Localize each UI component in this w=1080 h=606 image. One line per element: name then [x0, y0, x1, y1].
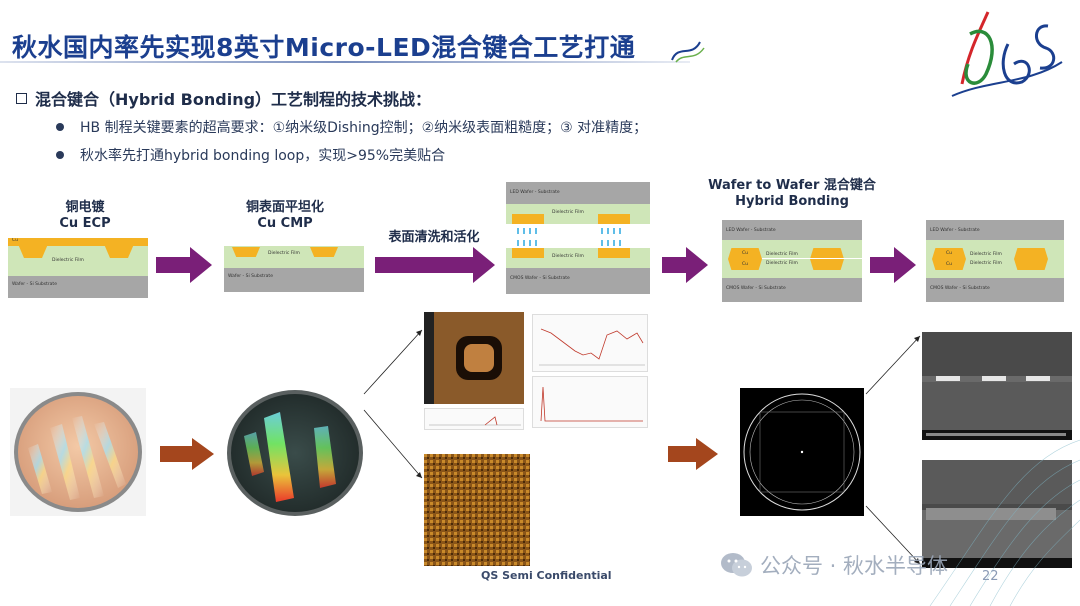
small-profile-image: [429, 416, 521, 426]
section-heading-text: 混合键合（Hybrid Bonding）工艺制程的技术挑战：: [35, 90, 432, 109]
ecp-cross-section: Cu Dielectric Film Wafer - Si Substrate: [8, 238, 148, 298]
bullet-dot-icon: [56, 123, 64, 131]
cu-pad: [598, 248, 630, 258]
bullet-text: HB 制程关键要素的超高要求：①纳米级Dishing控制；②纳米级表面粗糙度；③…: [80, 120, 648, 136]
bonded-wafer-sam-image: [740, 388, 864, 516]
cu-pad: [310, 247, 338, 257]
profile-plot-3: [424, 408, 524, 430]
dielectric-label: Dielectric Film: [766, 261, 798, 266]
cmos-substrate-layer: CMOS Wafer - Si Substrate: [506, 268, 650, 294]
step-label-bonding: Wafer to Wafer 混合键合 Hybrid Bonding: [700, 178, 884, 210]
step-label-line1: Wafer to Wafer 混合键合: [708, 178, 876, 193]
photo-arrow-icon: [668, 438, 718, 470]
copper-wafer-image: [14, 392, 142, 512]
wafer-photo-ecp: [10, 388, 146, 516]
step-label-line1: 铜电镀: [65, 200, 105, 215]
bullet-dot-icon: [56, 151, 64, 159]
cu-pad-bonded: [810, 248, 844, 270]
acoustic-scan-image: [743, 393, 861, 511]
sem-cross-section-2: [922, 460, 1072, 568]
wafer-photo-cmp: [224, 388, 366, 518]
afm-map-image: [424, 312, 524, 404]
wechat-icon: [721, 553, 752, 577]
substrate-layer: Wafer - Si Substrate: [8, 276, 148, 298]
square-bullet-icon: [16, 92, 27, 104]
step-label-line2: Cu CMP: [257, 216, 313, 231]
cu-pad: [232, 247, 260, 257]
decorative-contour-lines: [929, 439, 1080, 606]
company-logo: [951, 11, 1063, 97]
led-substrate-layer: LED Wafer - Substrate: [506, 182, 650, 204]
step-label-cmp: 铜表面平坦化 Cu CMP: [220, 200, 350, 232]
sem-image: [922, 460, 1072, 568]
step-label-clean: 表面清洗和活化: [374, 230, 494, 246]
afm-roughness-image: [424, 454, 530, 566]
cmp-cross-section: Dielectric Film Wafer - Si Substrate: [224, 246, 364, 292]
dielectric-label: Dielectric Film: [970, 261, 1002, 266]
dielectric-label: Dielectric Film: [970, 252, 1002, 257]
step-label-line1: 表面清洗和活化: [388, 230, 480, 245]
bullet-item: HB 制程关键要素的超高要求：①纳米级Dishing控制；②纳米级表面粗糙度；③…: [56, 117, 647, 137]
profile-line-image: [539, 328, 645, 366]
photo-arrow-icon: [160, 438, 214, 470]
watermark: 公众号 · 秋水半导体: [720, 550, 948, 580]
profile-plot-2: [532, 376, 648, 428]
connector-lines: [363, 329, 423, 479]
title-swirl-icon: [671, 41, 705, 63]
afm-roughness-map-image: [424, 454, 530, 566]
led-substrate-layer: LED Wafer - Substrate: [926, 220, 1064, 240]
process-arrow-icon: [662, 247, 708, 283]
polished-wafer-image: [227, 390, 363, 516]
dielectric-label: Dielectric Film: [766, 252, 798, 257]
process-arrow-icon: [156, 247, 212, 283]
cu-pad-bonded: [1014, 248, 1048, 270]
sem-image: [922, 332, 1072, 440]
confidential-label: QS Semi Confidential: [481, 569, 612, 582]
section-heading: 混合键合（Hybrid Bonding）工艺制程的技术挑战：: [16, 86, 431, 110]
led-substrate-layer: LED Wafer - Substrate: [722, 220, 862, 240]
connector-lines-sem: [865, 335, 921, 565]
step-label-line1: 铜表面平坦化: [245, 200, 324, 215]
cu-layer: Cu: [8, 238, 148, 246]
step-label-line2: Hybrid Bonding: [735, 194, 849, 209]
bullet-text: 秋水率先打通hybrid bonding loop，实现>95%完美贴合: [80, 148, 446, 164]
cmos-substrate-layer: CMOS Wafer - Si Substrate: [722, 278, 862, 302]
cu-fill: [18, 244, 48, 258]
title-underline: [0, 61, 690, 63]
cu-pad: [512, 214, 544, 224]
watermark-text: 公众号 · 秋水半导体: [760, 554, 949, 578]
histogram-line-image: [540, 386, 643, 422]
cu-pad: [512, 248, 544, 258]
bullet-item: 秋水率先打通hybrid bonding loop，实现>95%完美贴合: [56, 145, 445, 165]
cu-pad: [598, 214, 630, 224]
profile-plot-1: [532, 314, 648, 372]
page-number: 22: [982, 569, 999, 584]
step-label-ecp: 铜电镀 Cu ECP: [30, 200, 140, 232]
sem-cross-section-1: [922, 332, 1072, 440]
step-label-line2: Cu ECP: [59, 216, 111, 231]
activation-cross-section: LED Wafer - Substrate Dielectric Film Di…: [506, 182, 650, 294]
afm-dishing-image: [424, 312, 524, 404]
plasma-activation-icon: [517, 228, 621, 246]
bond-seam: [762, 258, 862, 259]
substrate-layer: Wafer - Si Substrate: [224, 268, 364, 292]
page-title: 秋水国内率先实现8英寸Micro-LED混合键合工艺打通: [12, 33, 636, 62]
process-arrow-icon: [870, 247, 916, 283]
cmos-substrate-layer: CMOS Wafer - Si Substrate: [926, 278, 1064, 302]
cu-fill: [104, 244, 134, 258]
process-arrow-icon: [375, 247, 495, 283]
